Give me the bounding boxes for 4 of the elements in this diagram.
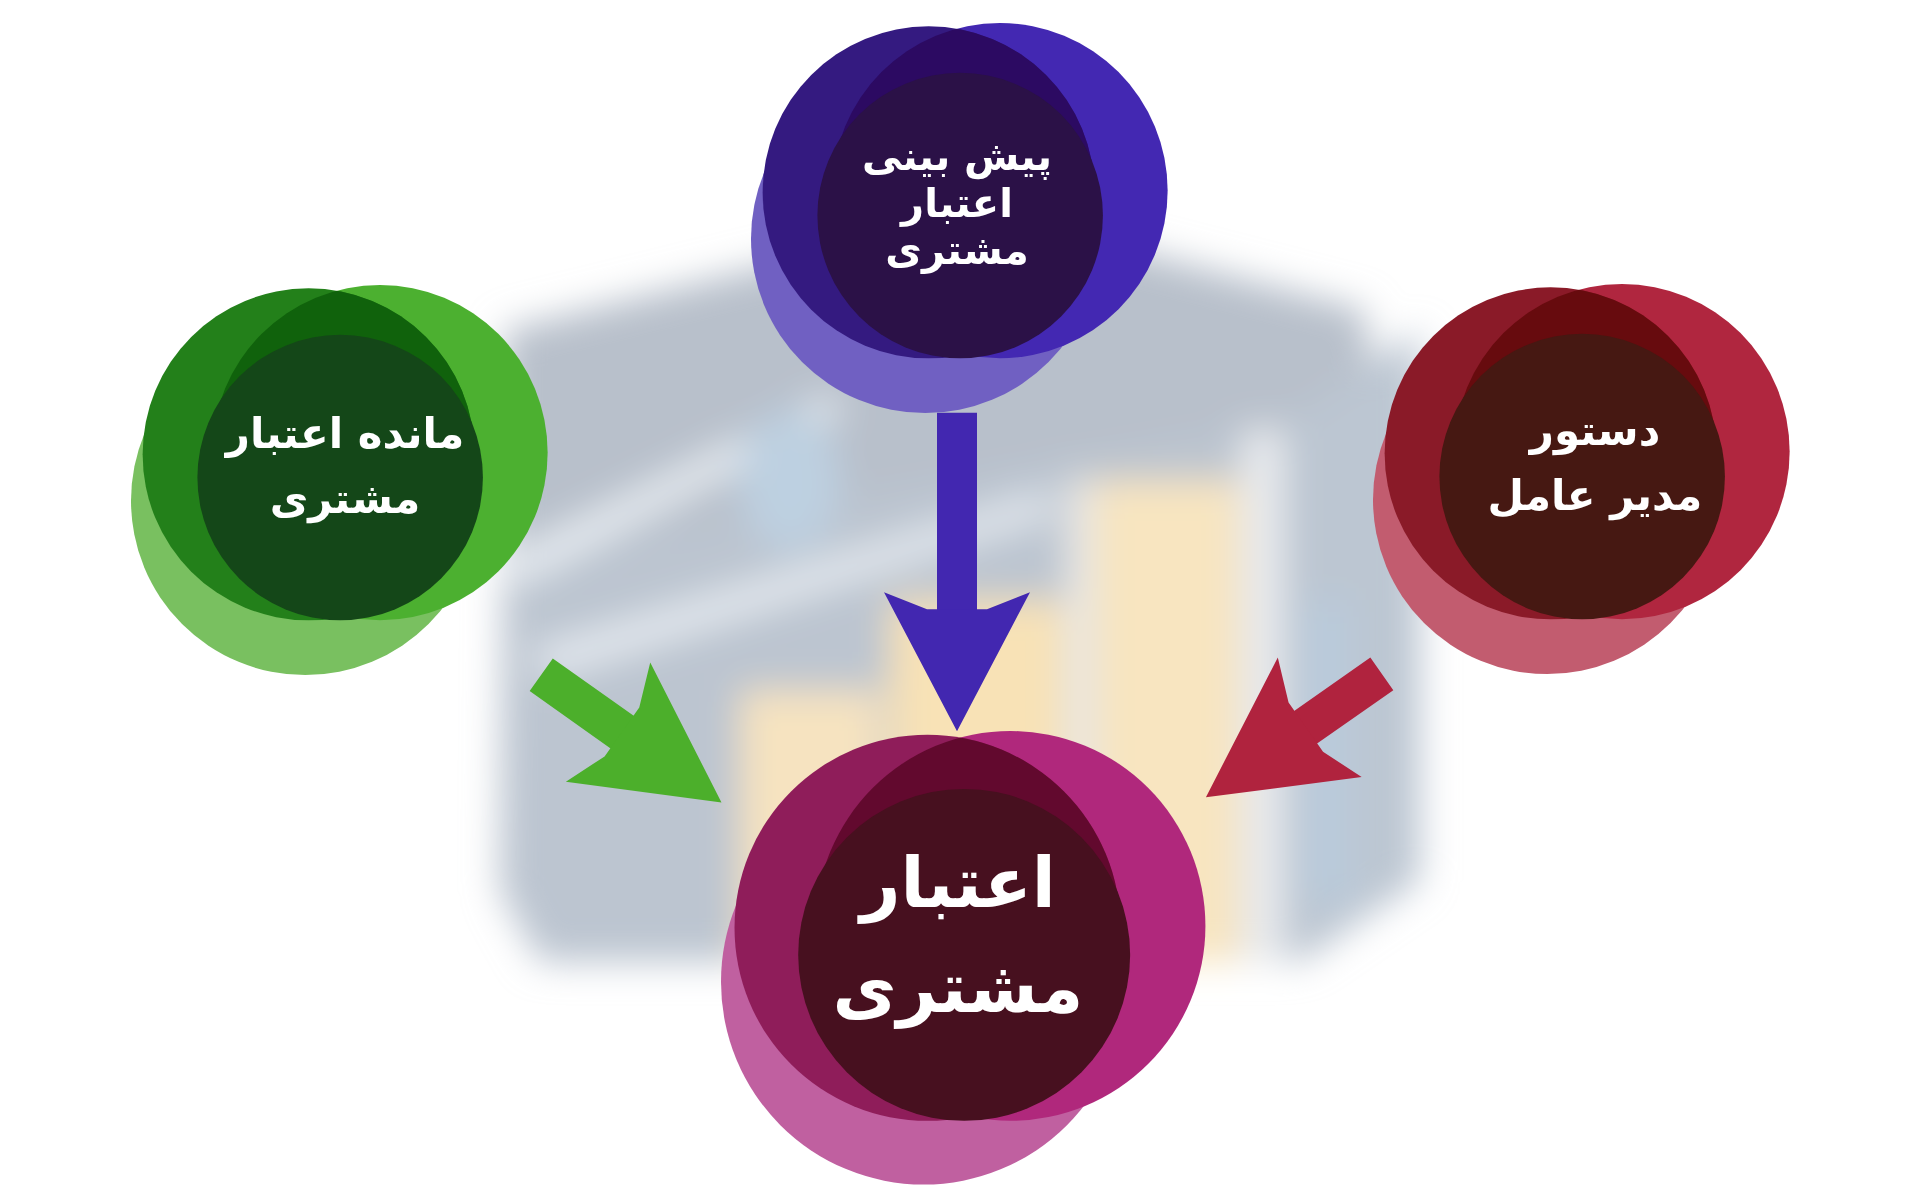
node-label: مانده اعتبار مشتری [223, 407, 466, 526]
node-label: دستور مدیر عامل [1486, 404, 1704, 523]
node-label: اعتبار مشتری [831, 841, 1085, 1031]
node-label: پیش بینی اعتبار مشتری [861, 133, 1053, 275]
